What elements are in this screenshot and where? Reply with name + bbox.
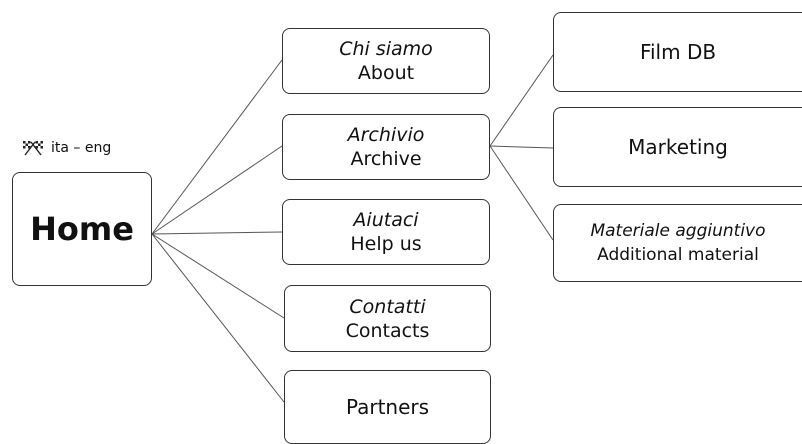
menu-item-archive-it: Archivio <box>347 124 425 146</box>
menu-item-help-us-it: Aiutaci <box>353 209 419 231</box>
home-node[interactable]: Home <box>12 172 152 286</box>
menu-item-contacts[interactable]: Contatti Contacts <box>284 285 491 352</box>
menu-item-help-us-en: Help us <box>350 233 422 255</box>
language-switch-label: ita – eng <box>51 140 112 156</box>
submenu-item-additional-material-en: Additional material <box>597 245 759 265</box>
menu-item-contacts-en: Contacts <box>345 319 430 342</box>
menu-item-help-us[interactable]: Aiutaci Help us <box>282 199 490 265</box>
submenu-item-marketing-label: Marketing <box>628 135 728 159</box>
submenu-item-film-db[interactable]: Film DB <box>553 12 802 92</box>
menu-item-about-it: Chi siamo <box>339 38 433 60</box>
submenu-item-marketing[interactable]: Marketing <box>553 107 802 187</box>
connector-lines <box>151 54 554 403</box>
submenu-item-film-db-label: Film DB <box>639 40 717 64</box>
menu-item-about-en: About <box>357 62 415 84</box>
home-label: Home <box>30 210 134 248</box>
menu-item-archive[interactable]: Archivio Archive <box>282 114 490 180</box>
language-switch[interactable]: ita – eng <box>22 140 111 156</box>
submenu-item-additional-material-it: Materiale aggiuntivo <box>590 221 766 241</box>
menu-item-partners-label: Partners <box>345 395 430 419</box>
menu-item-contacts-it: Contatti <box>349 295 426 318</box>
menu-item-archive-en: Archive <box>350 148 422 170</box>
crossed-flags-icon <box>22 140 44 156</box>
menu-item-about[interactable]: Chi siamo About <box>282 28 490 94</box>
submenu-item-additional-material[interactable]: Materiale aggiuntivo Additional material <box>553 204 802 282</box>
